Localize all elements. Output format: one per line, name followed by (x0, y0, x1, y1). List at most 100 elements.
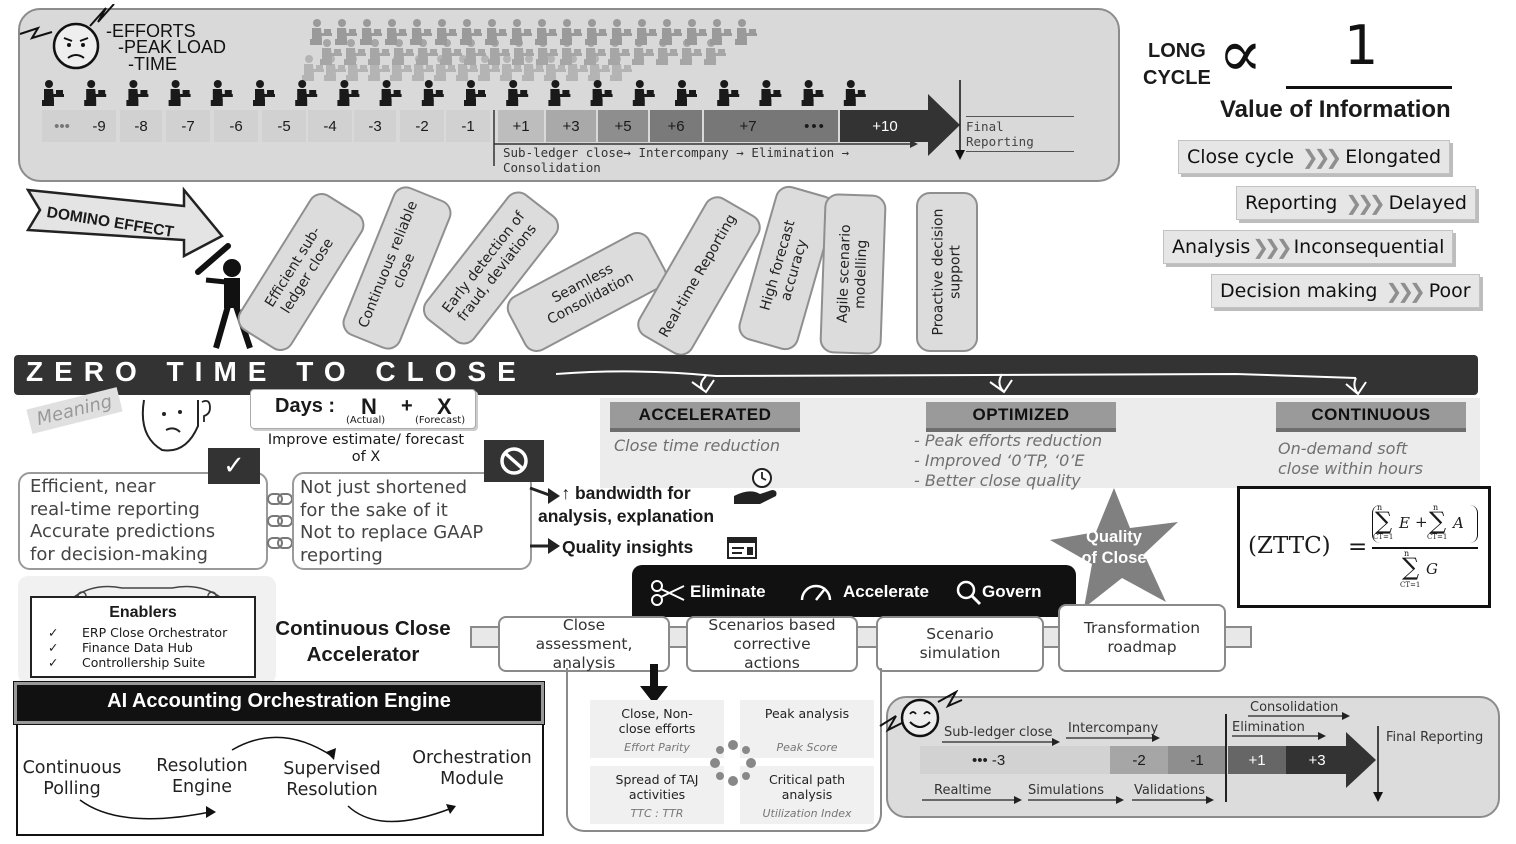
domino-proactive-decision-support: Proactive decision support (916, 192, 978, 352)
consequence-close-cycle: Close cycle❯❯❯Elongated (1178, 140, 1451, 174)
quality-insights-outcome: Quality insights (562, 537, 694, 557)
bottom-final-reporting: Final Reporting (1386, 730, 1484, 745)
numerator: 1 (1344, 14, 1379, 77)
govern-label: Govern (982, 582, 1042, 601)
quality-of-close-label: Quality of Close (1081, 528, 1147, 567)
chevron-icon: ❯❯❯ (1252, 235, 1292, 259)
day-cell: +6 (650, 110, 702, 142)
scroll-scenario-simulation: Scenario simulation (876, 616, 1044, 672)
day-cell: -5 (262, 110, 306, 142)
phase-optimized: OPTIMIZED (926, 402, 1116, 432)
day-cell: -2 (400, 110, 444, 142)
day-cell: -8 (120, 110, 162, 142)
cycle-dots-icon (710, 740, 756, 786)
scroll-transformation-roadmap: Transformation roadmap (1058, 604, 1226, 672)
day-cell: -3 (354, 110, 396, 142)
fraction-line (1286, 86, 1452, 89)
cca-title: Continuous Close Accelerator (275, 617, 451, 666)
peak-load-label: -PEAK LOAD (118, 37, 227, 57)
day-cell: -7 (166, 110, 210, 142)
day-cell: +1 (498, 110, 544, 142)
scroll-scenarios-corrective: Scenarios based corrective actions (686, 616, 858, 672)
analysis-panel (566, 668, 882, 832)
meaning-negative-box (292, 472, 532, 570)
ai-flow-arrows (79, 736, 456, 823)
chevron-icon: ❯❯❯ (1301, 145, 1342, 169)
bottom-divider (1225, 714, 1227, 802)
day-cell: +3 (546, 110, 596, 142)
bottom-arrow-head-icon (1346, 732, 1376, 788)
phase-accelerated-text: Close time reduction (614, 436, 781, 455)
ai-engine-header (13, 681, 545, 725)
crowd-workers-icon (302, 19, 757, 81)
scroll-close-assessment: Close assessment, analysis (498, 616, 670, 672)
label-elimination: Elimination (1232, 720, 1305, 735)
accelerate-label: Accelerate (843, 582, 930, 601)
down-arrow-icon (955, 80, 965, 160)
outcome-arrows (529, 486, 560, 554)
phase-continuous: CONTINUOUS (1276, 402, 1466, 432)
equation-numerator: n ∑ CT=1 E + n ∑ CT=1 A (1372, 503, 1478, 543)
bottom-day-cell: -1 (1168, 746, 1226, 774)
stressed-face-icon (19, 4, 115, 70)
thinking-face-icon (141, 399, 211, 452)
zttc-equation-box: (ZTTC) = n ∑ CT=1 E + n ∑ CT=1 A n ∑ CT=… (1237, 486, 1491, 608)
bottom-day-cell: +1 (1228, 746, 1286, 774)
meaning-negative-text: Not just shortened for the sake of it No… (300, 477, 484, 566)
chevron-icon: ❯❯❯ (1385, 279, 1425, 303)
down-arrow-black-icon (640, 664, 668, 704)
efforts-label: -EFFORTS (106, 21, 196, 41)
zttc-title: ZERO TIME TO CLOSE (26, 356, 527, 387)
ai-engine-title: AI Accounting Orchestration Engine (107, 690, 451, 712)
label-subledger-close: Sub-ledger close (944, 725, 1053, 740)
prohibited-icon (484, 440, 544, 482)
value-of-information: Value of Information (1220, 96, 1451, 123)
day-cell: -4 (308, 110, 352, 142)
day-cell: -6 (214, 110, 258, 142)
speedometer-icon (800, 584, 832, 601)
hand-clock-icon (734, 468, 777, 504)
days-formula-box: Days : N (Actual) + X (Forecast) (250, 389, 476, 429)
flow-line (493, 110, 918, 166)
workers-row-icon (42, 80, 866, 106)
ai-step-supervised-resolution: Supervised Resolution (283, 759, 381, 800)
timeline-arrow-head-icon (928, 94, 960, 156)
phase-accelerated: ACCELERATED (610, 402, 800, 432)
cca-action-bar (632, 565, 1076, 617)
search-icon (956, 580, 982, 606)
day-cell: -9 (82, 110, 116, 142)
bottom-flow-lines (942, 712, 1350, 746)
label-consolidation: Consolidation (1250, 700, 1339, 715)
label-simulations: Simulations (1028, 783, 1105, 798)
domino-effect-arrow (26, 186, 224, 259)
flow-text: Sub-ledger close→ Intercompany → Elimina… (503, 145, 850, 175)
scissors-icon (651, 580, 685, 606)
phase-optimized-text: - Peak efforts reduction - Improved ‘0’T… (914, 431, 1103, 490)
consequence-reporting: Reporting❯❯❯Delayed (1236, 186, 1476, 220)
final-reporting-label: Final Reporting (966, 116, 1074, 152)
enablers-box: Enablers ✓ERP Close Orchestrator ✓Financ… (30, 596, 256, 678)
day-cell: +10 (840, 110, 930, 142)
long-cycle-label: LONG CYCLE (1143, 40, 1211, 89)
bottom-day-cell: ••• -3 (920, 746, 1110, 774)
zttc-flow-arrows (556, 370, 1367, 396)
proportional-icon: ∝ (1218, 15, 1263, 92)
improve-estimate-text: Improve estimate/ forecast of X (267, 432, 465, 465)
domino-agile-scenario-modelling: Agile scenario modelling (819, 192, 887, 356)
label-intercompany: Intercompany (1068, 721, 1159, 736)
day-cell: +5 (598, 110, 648, 142)
time-label: -TIME (128, 54, 177, 74)
day-cell: -1 (446, 110, 490, 142)
equation-fraction-line (1372, 547, 1478, 549)
day-cell: ••• (42, 110, 82, 142)
report-icon (727, 537, 757, 559)
eliminate-label: Eliminate (690, 582, 766, 601)
consequence-analysis: Analysis❯❯❯Inconsequential (1163, 230, 1454, 264)
meaning-positive-text: Efficient, near real-time reporting Accu… (30, 476, 216, 565)
day-cell: +7 (704, 110, 792, 142)
day-cell: ••• (792, 110, 838, 142)
bandwidth-outcome: ↑ bandwidth for analysis, explanation (538, 483, 715, 526)
